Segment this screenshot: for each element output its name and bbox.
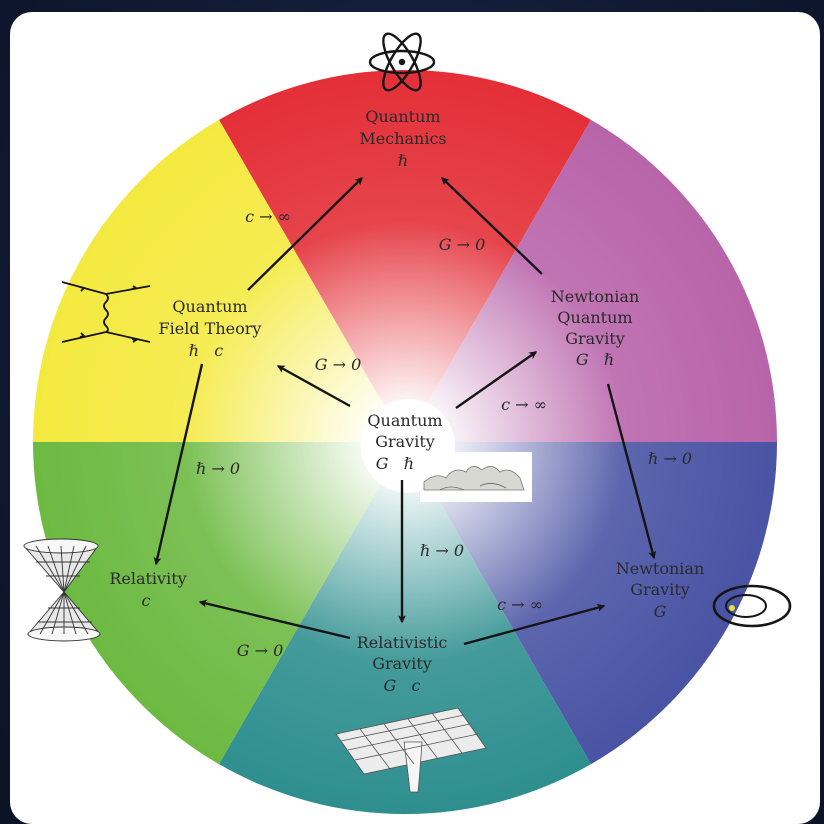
label-rg-to-rel: G → 0: [237, 641, 284, 660]
node-relativity: Relativity c: [109, 569, 186, 610]
rg-line1: Relativistic: [357, 633, 448, 652]
rg-line2: Gravity: [372, 654, 432, 673]
node-newtonian-quantum-gravity: Newtonian Quantum Gravity G ℏ: [551, 287, 640, 369]
atom-icon: [368, 32, 436, 92]
elliptical-orbit-icon: [712, 584, 792, 628]
arrow-qg-to-qft: [276, 364, 351, 408]
qm-line2: Mechanics: [359, 129, 446, 148]
qft-constants: ℏ c: [189, 341, 224, 360]
nqg-constants: G ℏ: [576, 350, 614, 369]
label-qg-to-qft: G → 0: [315, 355, 362, 374]
arrow-nqg-to-ng: [606, 383, 657, 560]
node-relativistic-gravity: Relativistic Gravity G c: [357, 633, 448, 695]
node-newtonian-gravity: Newtonian Gravity G: [616, 559, 705, 621]
nqg-line1: Newtonian: [551, 287, 640, 306]
ng-constants: G: [654, 602, 667, 621]
ng-line1: Newtonian: [616, 559, 705, 578]
label-qft-to-qm: c → ∞: [245, 207, 291, 226]
rel-line1: Relativity: [109, 569, 186, 588]
rel-constants: c: [142, 591, 151, 610]
label-nqg-to-ng: ℏ → 0: [648, 449, 692, 468]
qg-line2: Gravity: [375, 432, 435, 451]
edge-labels: c → ∞ G → 0 G → 0 c → ∞ ℏ → 0 ℏ → 0 ℏ → …: [196, 207, 692, 660]
label-qft-to-rel: ℏ → 0: [196, 459, 240, 478]
qm-line1: Quantum: [365, 107, 440, 126]
arrow-qg-to-nqg: [455, 351, 538, 409]
arrow-qft-to-qm: [247, 177, 363, 291]
qg-line1: Quantum: [367, 411, 442, 430]
landscape-sketch-icon: [420, 452, 532, 502]
qft-line2: Field Theory: [159, 319, 262, 338]
diagram-card: Quantum Mechanics ℏ Quantum Field Theory…: [10, 12, 820, 824]
label-nqg-to-qm: G → 0: [439, 235, 486, 254]
nqg-line2: Quantum: [557, 308, 632, 327]
arrow-rg-to-rel: [198, 599, 351, 640]
physics-theories-diagram: Quantum Mechanics ℏ Quantum Field Theory…: [23, 32, 792, 814]
rg-constants: G c: [384, 676, 421, 695]
label-qg-to-rg: ℏ → 0: [420, 541, 464, 560]
arrow-rg-to-ng: [463, 603, 606, 646]
arrow-qft-to-rel: [153, 363, 204, 566]
ng-line2: Gravity: [630, 580, 690, 599]
label-rg-to-ng: c → ∞: [497, 595, 543, 614]
light-cone-icon: [23, 538, 101, 642]
node-quantum-field-theory: Quantum Field Theory ℏ c: [159, 297, 262, 360]
arrow-nqg-to-qm: [441, 177, 543, 275]
node-quantum-mechanics: Quantum Mechanics ℏ: [359, 107, 446, 170]
nqg-line3: Gravity: [565, 329, 625, 348]
transition-arrows: [153, 177, 657, 646]
label-qg-to-nqg: c → ∞: [501, 395, 547, 414]
gravity-well-icon: [335, 707, 487, 793]
feynman-diagram-icon: [61, 281, 151, 343]
qft-line1: Quantum: [172, 297, 247, 316]
qm-constants: ℏ: [398, 151, 408, 170]
